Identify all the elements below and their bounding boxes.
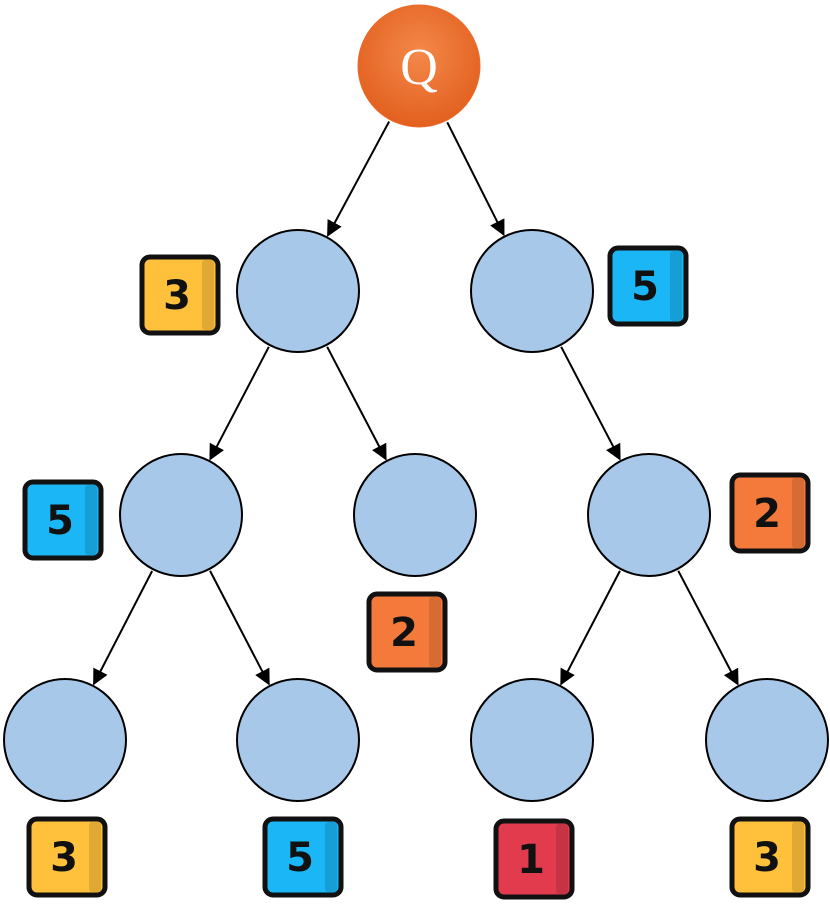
edge-L1a-L2a	[209, 346, 270, 461]
badge-box	[493, 818, 575, 900]
badge-box	[729, 472, 811, 554]
edge-L2a-L3b	[209, 570, 270, 686]
number-badge-L2a: 5	[22, 479, 104, 561]
tree-node-L3d	[705, 678, 829, 802]
badge-box	[262, 816, 344, 898]
badge-box	[366, 591, 448, 673]
root-node: Q	[357, 4, 481, 128]
badge-shade	[670, 251, 682, 321]
badge-box	[607, 245, 689, 327]
badge-number: 3	[753, 835, 781, 881]
number-badge-L3b: 5	[262, 816, 344, 898]
number-badge-L3a: 3	[26, 816, 108, 898]
edge-L2a-L3a	[92, 570, 154, 686]
badge-shade	[85, 485, 97, 555]
badge-shade	[89, 822, 101, 892]
badge-shade	[792, 478, 804, 548]
badge-shade	[556, 824, 568, 894]
tree-node-L2a	[119, 453, 243, 577]
root-node-circle	[357, 4, 481, 128]
tree-node-L1a	[236, 229, 360, 353]
badge-shade	[202, 260, 214, 330]
badge-shade	[429, 597, 441, 667]
badge-number: 5	[631, 264, 659, 310]
badge-number: 2	[753, 491, 781, 537]
badge-box	[22, 479, 104, 561]
edge-Q-L1a	[326, 121, 391, 237]
nodes-layer: Q	[3, 4, 829, 802]
badge-number: 5	[286, 835, 314, 881]
edge-L1a-L2b	[326, 346, 387, 461]
number-badge-L1a: 3	[139, 254, 221, 336]
tree-node-L1b	[470, 229, 594, 353]
number-badge-L2c: 2	[729, 472, 811, 554]
badge-number: 5	[46, 498, 74, 544]
badge-number: 3	[50, 835, 78, 881]
badge-box	[729, 816, 811, 898]
number-badge-L3c: 1	[493, 818, 575, 900]
tree-node-L3a	[3, 678, 127, 802]
tree-node-L2c	[587, 453, 711, 577]
tree-node-L3b	[236, 678, 360, 802]
number-badge-L2b: 2	[366, 591, 448, 673]
edge-L2c-L3d	[677, 570, 739, 686]
badge-shade	[792, 822, 804, 892]
badge-number: 1	[517, 837, 545, 883]
badge-number: 2	[390, 610, 418, 656]
tree-node-L3c	[470, 678, 594, 802]
number-badge-L3d: 3	[729, 816, 811, 898]
edges-layer	[92, 121, 739, 686]
edge-Q-L1b	[446, 121, 505, 237]
badge-shade	[325, 822, 337, 892]
edge-L1b-L2c	[560, 346, 621, 461]
badge-box	[139, 254, 221, 336]
badge-box	[26, 816, 108, 898]
badges-layer: 3 5 5 2 2 3 5 1 3	[22, 245, 811, 900]
number-badge-L1b: 5	[607, 245, 689, 327]
root-node-label: Q	[400, 39, 438, 96]
edge-L2c-L3c	[560, 570, 621, 686]
badge-number: 3	[163, 273, 191, 319]
tree-node-L2b	[353, 453, 477, 577]
